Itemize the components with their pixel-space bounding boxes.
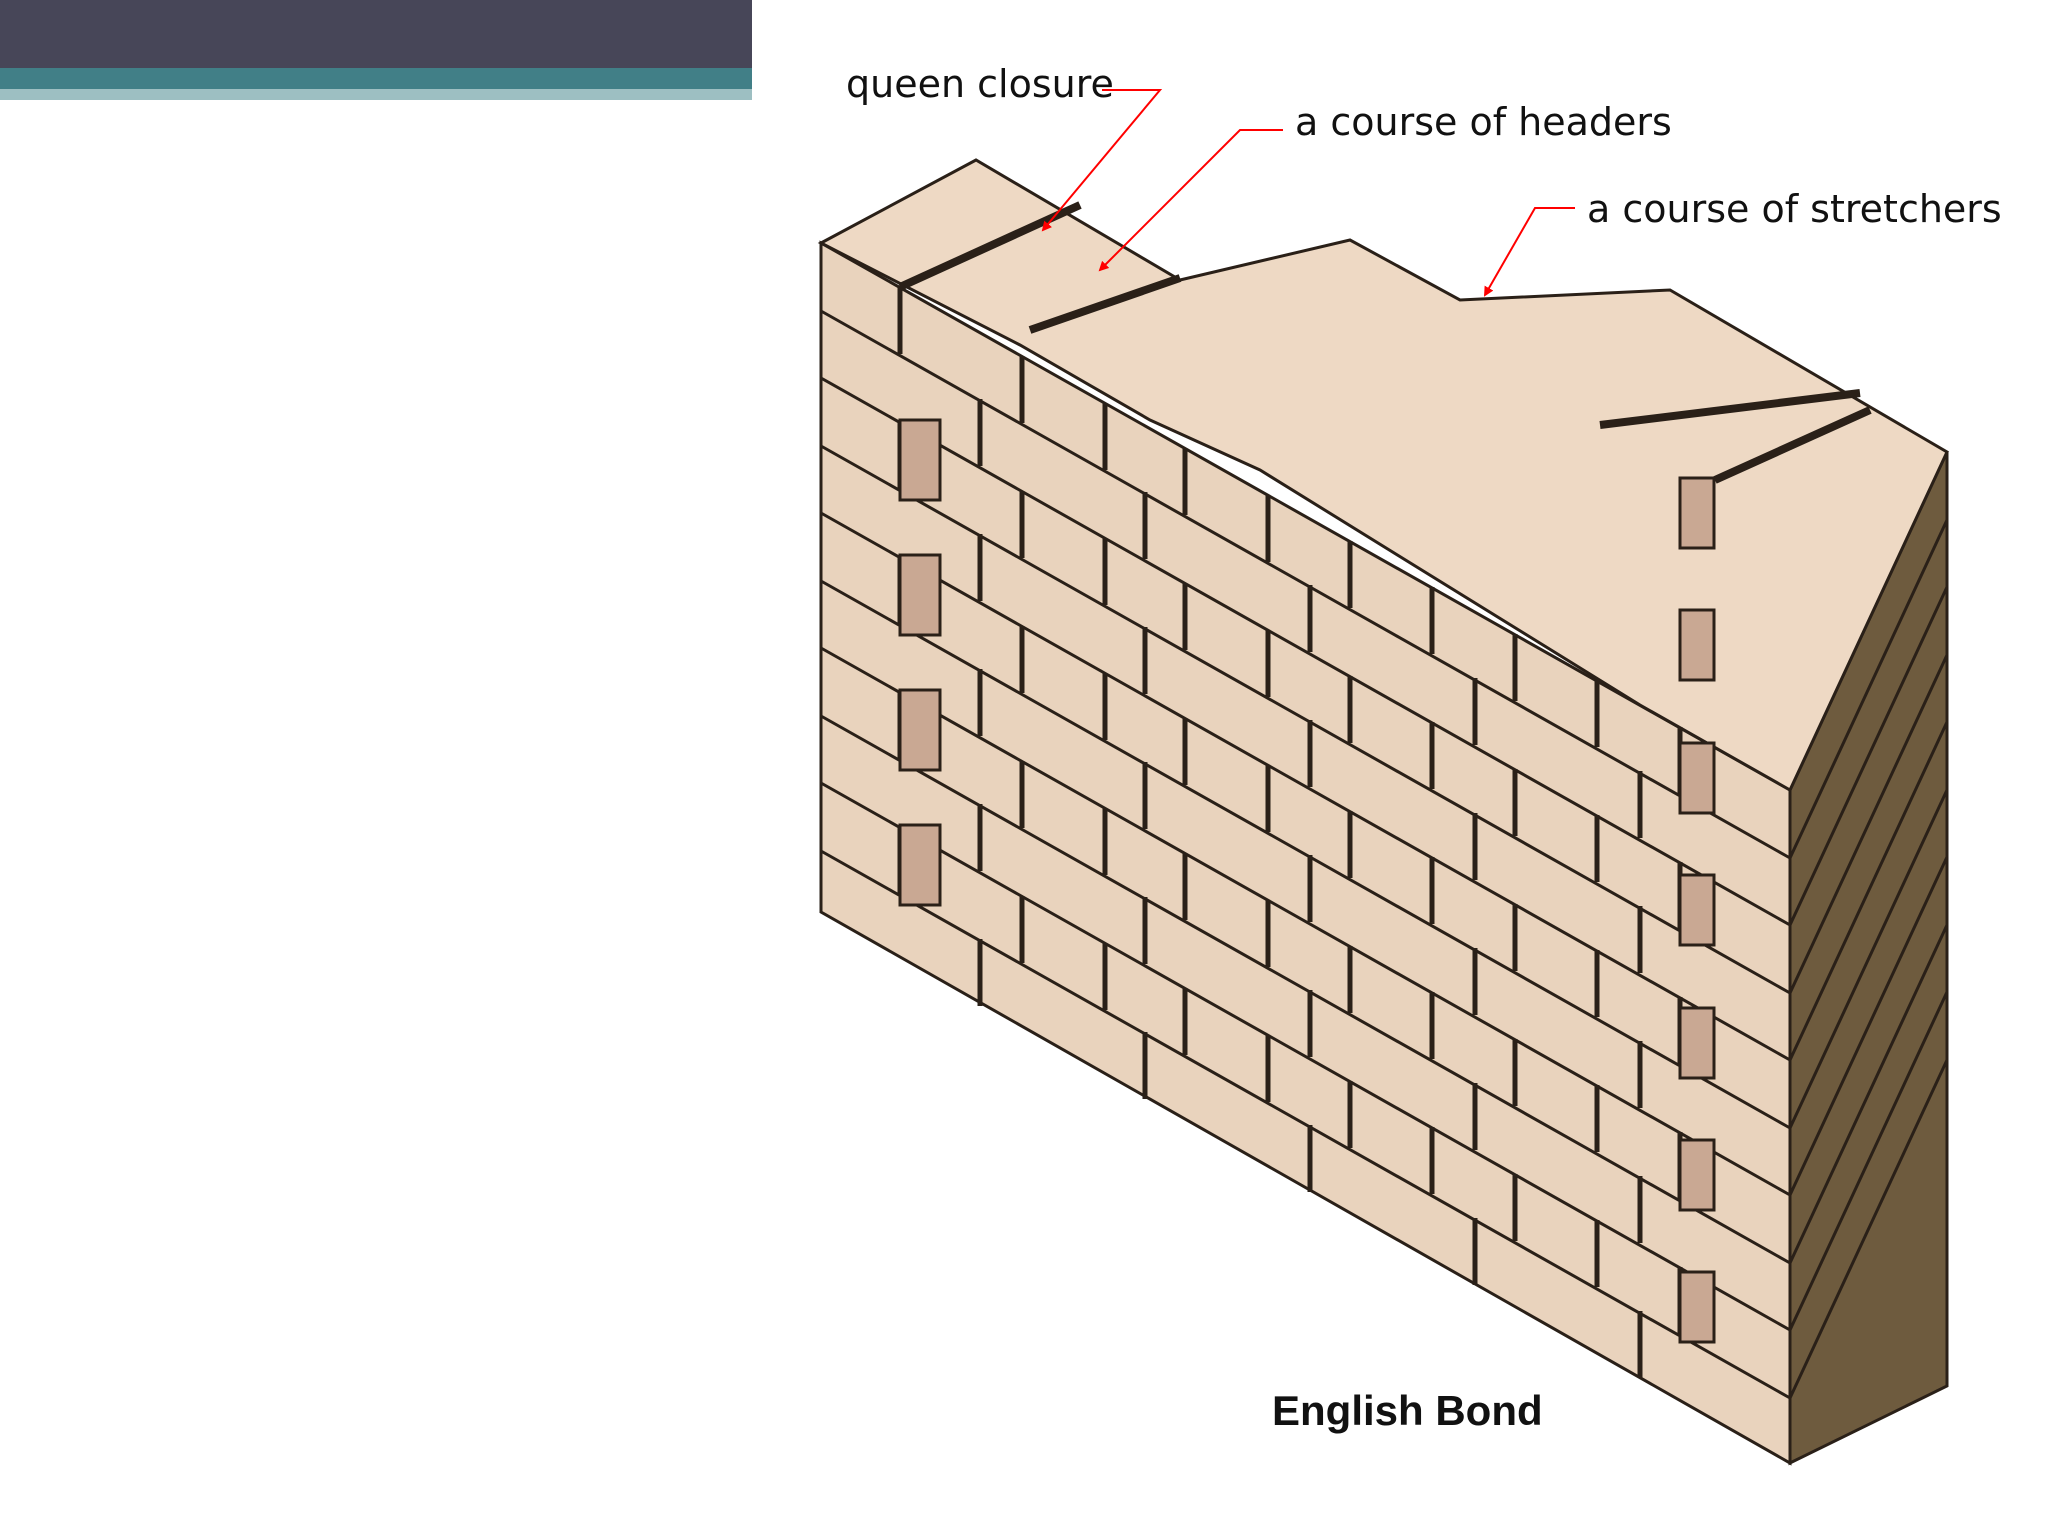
leader-queen-closure xyxy=(1041,89,1163,232)
stretcher-joints xyxy=(977,399,1643,1378)
label-course-of-headers: a course of headers xyxy=(1295,100,1672,144)
callout-course-of-stretchers: a course of stretchers xyxy=(1484,187,2002,297)
queen-closures-front xyxy=(898,418,942,907)
title-accent-stripe xyxy=(0,68,752,89)
leader-course-of-stretchers xyxy=(1484,207,1575,297)
callout-queen-closure: queen closure xyxy=(846,62,1163,232)
brick-wall xyxy=(817,158,1949,1466)
diagram-caption: English Bond xyxy=(1272,1387,1543,1434)
label-queen-closure: queen closure xyxy=(846,62,1114,106)
callout-course-of-headers: a course of headers xyxy=(1098,100,1672,272)
end-face-joints xyxy=(1788,519,1949,1399)
title-bar xyxy=(0,0,752,68)
label-course-of-stretchers: a course of stretchers xyxy=(1587,187,2002,231)
title-accent-stripe-light xyxy=(0,89,752,100)
queen-closures-right xyxy=(1678,476,1716,1344)
top-closure-strips xyxy=(898,201,1872,484)
leader-course-of-headers xyxy=(1098,129,1283,272)
